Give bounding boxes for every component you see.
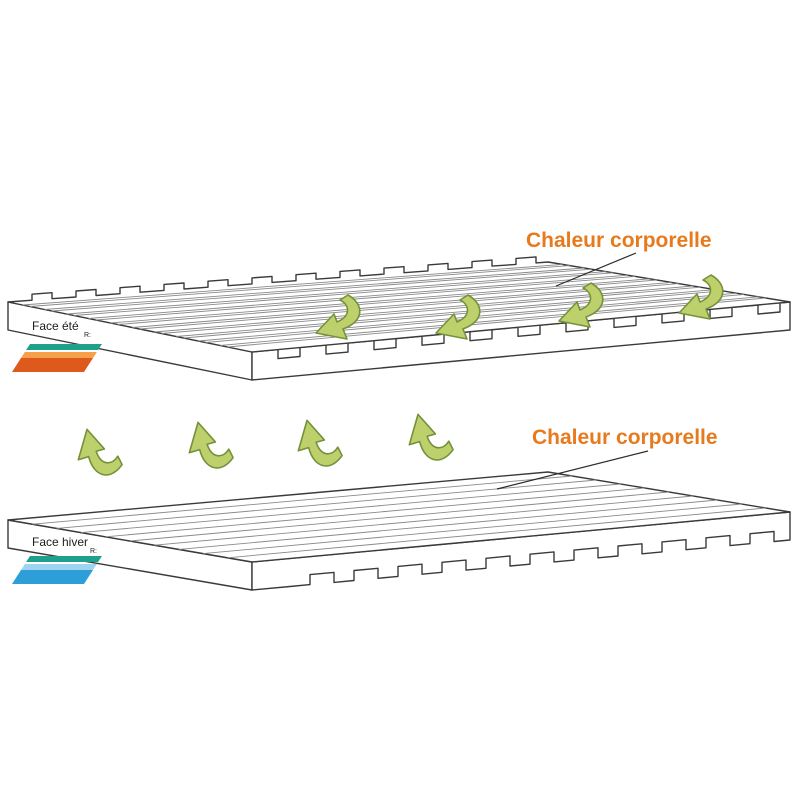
winter-face-sub: R: (90, 548, 97, 555)
summer-icon-teal-strip (26, 344, 103, 350)
summer-face-icon (12, 344, 103, 372)
winter-heat-arrows (76, 413, 457, 478)
winter-diagram: Chaleur corporelle Face hiver R: (7, 413, 791, 591)
winter-icon-teal-strip (26, 556, 103, 562)
summer-face-sub: R: (84, 332, 91, 339)
heat-rise-arrow (187, 421, 237, 471)
summer-icon-light-strip (21, 352, 97, 358)
summer-icon-body (12, 358, 93, 372)
winter-slab-top-face (7, 471, 791, 563)
summer-face-label: Face été (32, 319, 79, 333)
heat-rise-arrow (407, 413, 457, 463)
heat-rise-arrow (76, 428, 126, 478)
winter-ridge-lines (32, 475, 766, 559)
winter-icon-light-strip (21, 564, 97, 570)
winter-leader-line (496, 450, 649, 490)
winter-icon-body (12, 570, 93, 584)
winter-slab-front-face (251, 511, 791, 591)
winter-face-icon (12, 556, 103, 584)
summer-heat-label: Chaleur corporelle (526, 229, 712, 252)
heat-rise-arrow (296, 419, 346, 469)
summer-leader-line (555, 252, 637, 287)
summer-diagram: Chaleur corporelle Face été R: (7, 229, 791, 381)
winter-face-label: Face hiver (32, 535, 88, 549)
winter-heat-label: Chaleur corporelle (532, 426, 718, 449)
